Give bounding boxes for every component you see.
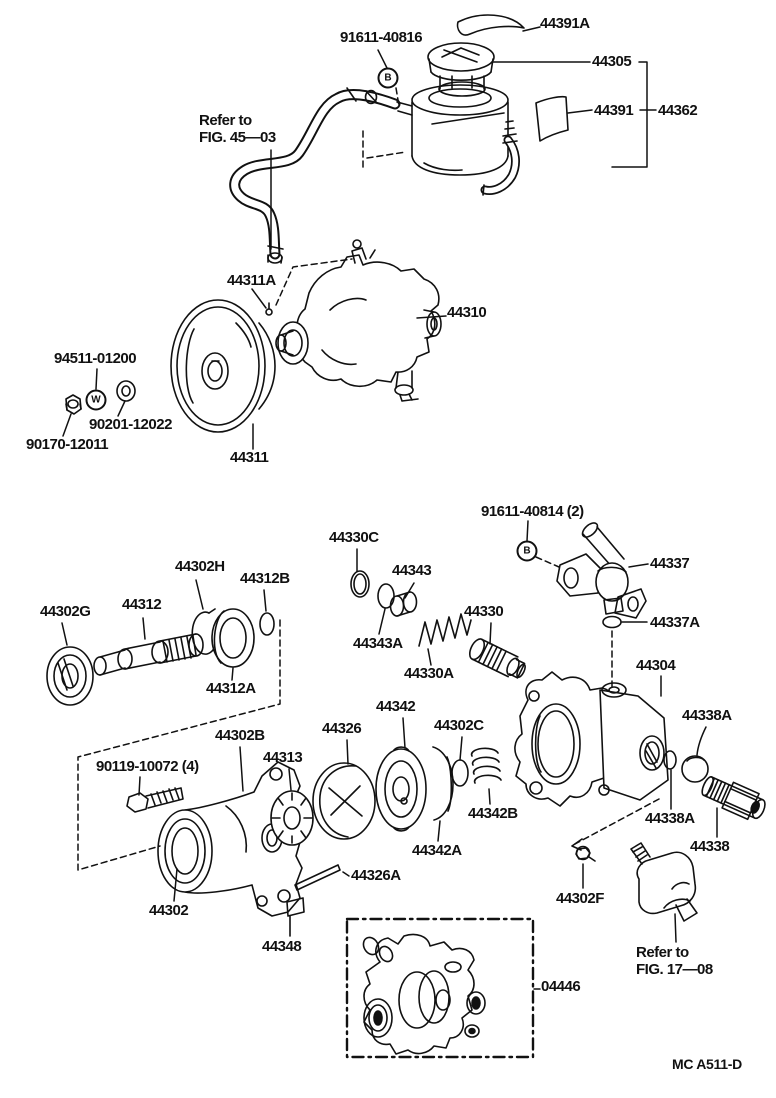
shaft-group-drawing <box>46 608 275 706</box>
part-label-44343a-15: 44343A <box>353 635 403 652</box>
part-label-44337-14: 44337 <box>650 555 690 572</box>
part-label-44338-39: 44338 <box>690 838 730 855</box>
part-label-44312a-24: 44312A <box>206 680 256 697</box>
part-label-44326a-33: 44326A <box>351 867 401 884</box>
part-label-44313-27: 44313 <box>263 749 303 766</box>
construction-lines <box>77 87 660 871</box>
part-label-44338a-38: 44338A <box>645 810 695 827</box>
part-label-90201-12022-8: 90201-12022 <box>89 416 172 433</box>
part-label-44312-21: 44312 <box>122 596 162 613</box>
relief-valve-drawing <box>681 755 766 821</box>
part-label-44312b-23: 44312B <box>240 570 290 587</box>
circled-symbol-b-0: B <box>377 67 399 89</box>
circled-symbol-b-1: B <box>516 540 538 562</box>
part-label-44330-16: 44330 <box>464 603 504 620</box>
gasket-kit-drawing <box>345 917 535 1059</box>
part-label-90170-12011-9: 90170-12011 <box>26 436 109 453</box>
part-label-44338a-37: 44338A <box>682 707 732 724</box>
pulley-drawing <box>170 299 276 433</box>
drawing-code: MC A511-D <box>672 1056 742 1072</box>
leader-lines <box>61 26 718 990</box>
part-label-44391a-1: 44391A <box>540 15 590 32</box>
circled-symbol-w-2: W <box>85 389 107 411</box>
pump-assembly-drawing <box>265 239 442 402</box>
part-label-44302c-30: 44302C <box>434 717 484 734</box>
part-label-44337a-18: 44337A <box>650 614 700 631</box>
bleeder-bolt-drawing <box>575 845 596 862</box>
arrowhead <box>571 838 583 851</box>
part-label-44302-34: 44302 <box>149 902 189 919</box>
part-label-44310-6: 44310 <box>447 304 487 321</box>
part-label-44348-35: 44348 <box>262 938 302 955</box>
part-label-44342-29: 44342 <box>376 698 416 715</box>
union-fitting-drawing <box>556 522 647 629</box>
part-label-44302g-20: 44302G <box>40 603 91 620</box>
part-label-44302b-26: 44302B <box>215 727 265 744</box>
part-label-90119-10072-4-25: 90119-10072 (4) <box>96 758 199 775</box>
part-label-44391-3: 44391 <box>594 102 634 119</box>
cap-gasket-drawing <box>456 14 569 142</box>
part-label-44311a-5: 44311A <box>227 272 276 289</box>
part-label-44330c-12: 44330C <box>329 529 379 546</box>
part-label-91611-40814-2-11: 91611-40814 (2) <box>481 503 584 520</box>
pulley-fasteners-drawing <box>65 380 136 415</box>
part-label-04446-40: 04446 <box>541 978 581 995</box>
part-label-44302h-22: 44302H <box>175 558 225 575</box>
part-label-44343-13: 44343 <box>392 562 432 579</box>
part-label-44342b-31: 44342B <box>468 805 518 822</box>
front-housing-drawing <box>157 761 303 917</box>
part-label-44330a-17: 44330A <box>404 665 454 682</box>
part-label-91611-40816-0: 91611-40816 <box>340 29 423 46</box>
part-label-44305-2: 44305 <box>592 53 632 70</box>
part-label-44311-10: 44311 <box>230 449 269 466</box>
part-label-44304-19: 44304 <box>636 657 676 674</box>
part-label-44302f-36: 44302F <box>556 890 604 907</box>
part-label-44326-28: 44326 <box>322 720 362 737</box>
part-label-94511-01200-7: 94511-01200 <box>54 350 137 367</box>
part-label-44342a-32: 44342A <box>412 842 462 859</box>
flow-control-valve-drawing <box>350 570 526 679</box>
reservoir-drawing <box>396 42 520 196</box>
rotor-cam-plate-drawing <box>126 746 502 937</box>
rear-housing-drawing <box>514 671 677 807</box>
pressure-switch-drawing <box>630 842 698 922</box>
part-label-44362-4: 44362 <box>658 102 698 119</box>
